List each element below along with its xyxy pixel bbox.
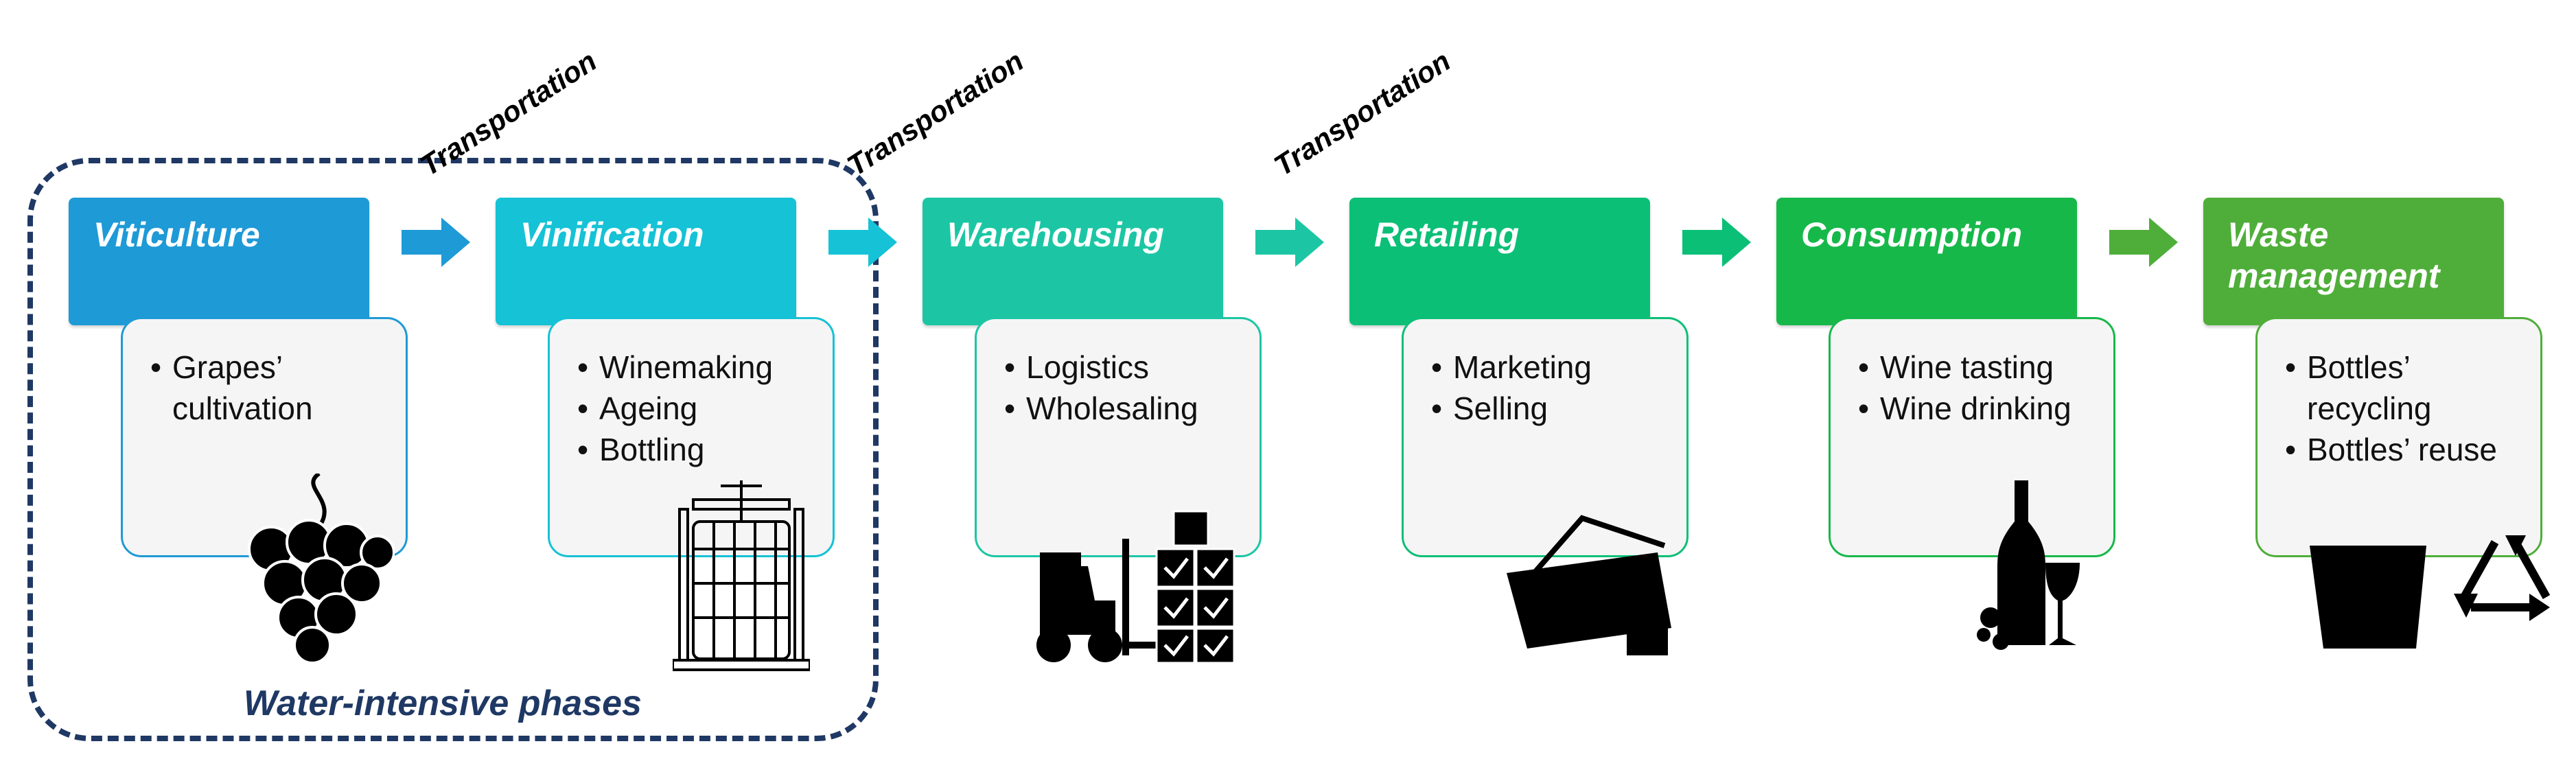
stage-header-warehousing: Warehousing (923, 198, 1223, 325)
flow-arrow-icon (402, 218, 470, 267)
flow-arrow-icon (828, 218, 897, 267)
wine-press-icon (673, 480, 810, 671)
grapes-icon (248, 474, 395, 664)
water-intensive-label: Water-intensive phases (244, 684, 642, 723)
bullet-item: Bottling (577, 429, 819, 470)
bullet-item: Selling (1431, 388, 1673, 429)
stage-header-vinification: Vinification (496, 198, 796, 325)
bullet-item: Grapes’ cultivation (150, 347, 392, 429)
bullet-item: Winemaking (577, 347, 819, 388)
stage-header-consumption: Consumption (1776, 198, 2077, 325)
bullet-item: Wholesaling (1004, 388, 1246, 429)
forklift-icon (1036, 510, 1235, 664)
bullet-item: Wine drinking (1858, 388, 2100, 429)
stage-header-waste-management: Waste management (2203, 198, 2504, 325)
stage-card-warehousing: Logistics Wholesaling (975, 317, 1262, 557)
bullet-item: Logistics (1004, 347, 1246, 388)
flow-arrow-icon (1255, 218, 1324, 267)
transportation-label: Transportation (1268, 44, 1457, 183)
stage-header-viticulture: Viticulture (69, 198, 369, 325)
bullet-item: Wine tasting (1858, 347, 2100, 388)
transportation-label: Transportation (841, 44, 1030, 183)
bullet-item: Bottles’ recycling (2285, 347, 2527, 429)
flow-arrow-icon (2109, 218, 2178, 267)
bullet-item: Ageing (577, 388, 819, 429)
stage-card-vinification: Winemaking Ageing Bottling (548, 317, 835, 557)
stage-card-consumption: Wine tasting Wine drinking (1829, 317, 2115, 557)
flow-arrow-icon (1682, 218, 1751, 267)
water-intensive-region (27, 158, 879, 741)
shopping-basket-icon (1507, 515, 1671, 655)
wine-bottle-icon (1977, 480, 2080, 650)
stage-card-retailing: Marketing Selling (1402, 317, 1689, 557)
recycling-icon (2310, 535, 2551, 649)
bullet-item: Bottles’ reuse (2285, 429, 2527, 470)
bullet-item: Marketing (1431, 347, 1673, 388)
stage-card-waste-management: Bottles’ recycling Bottles’ reuse (2255, 317, 2542, 557)
stage-header-retailing: Retailing (1349, 198, 1650, 325)
